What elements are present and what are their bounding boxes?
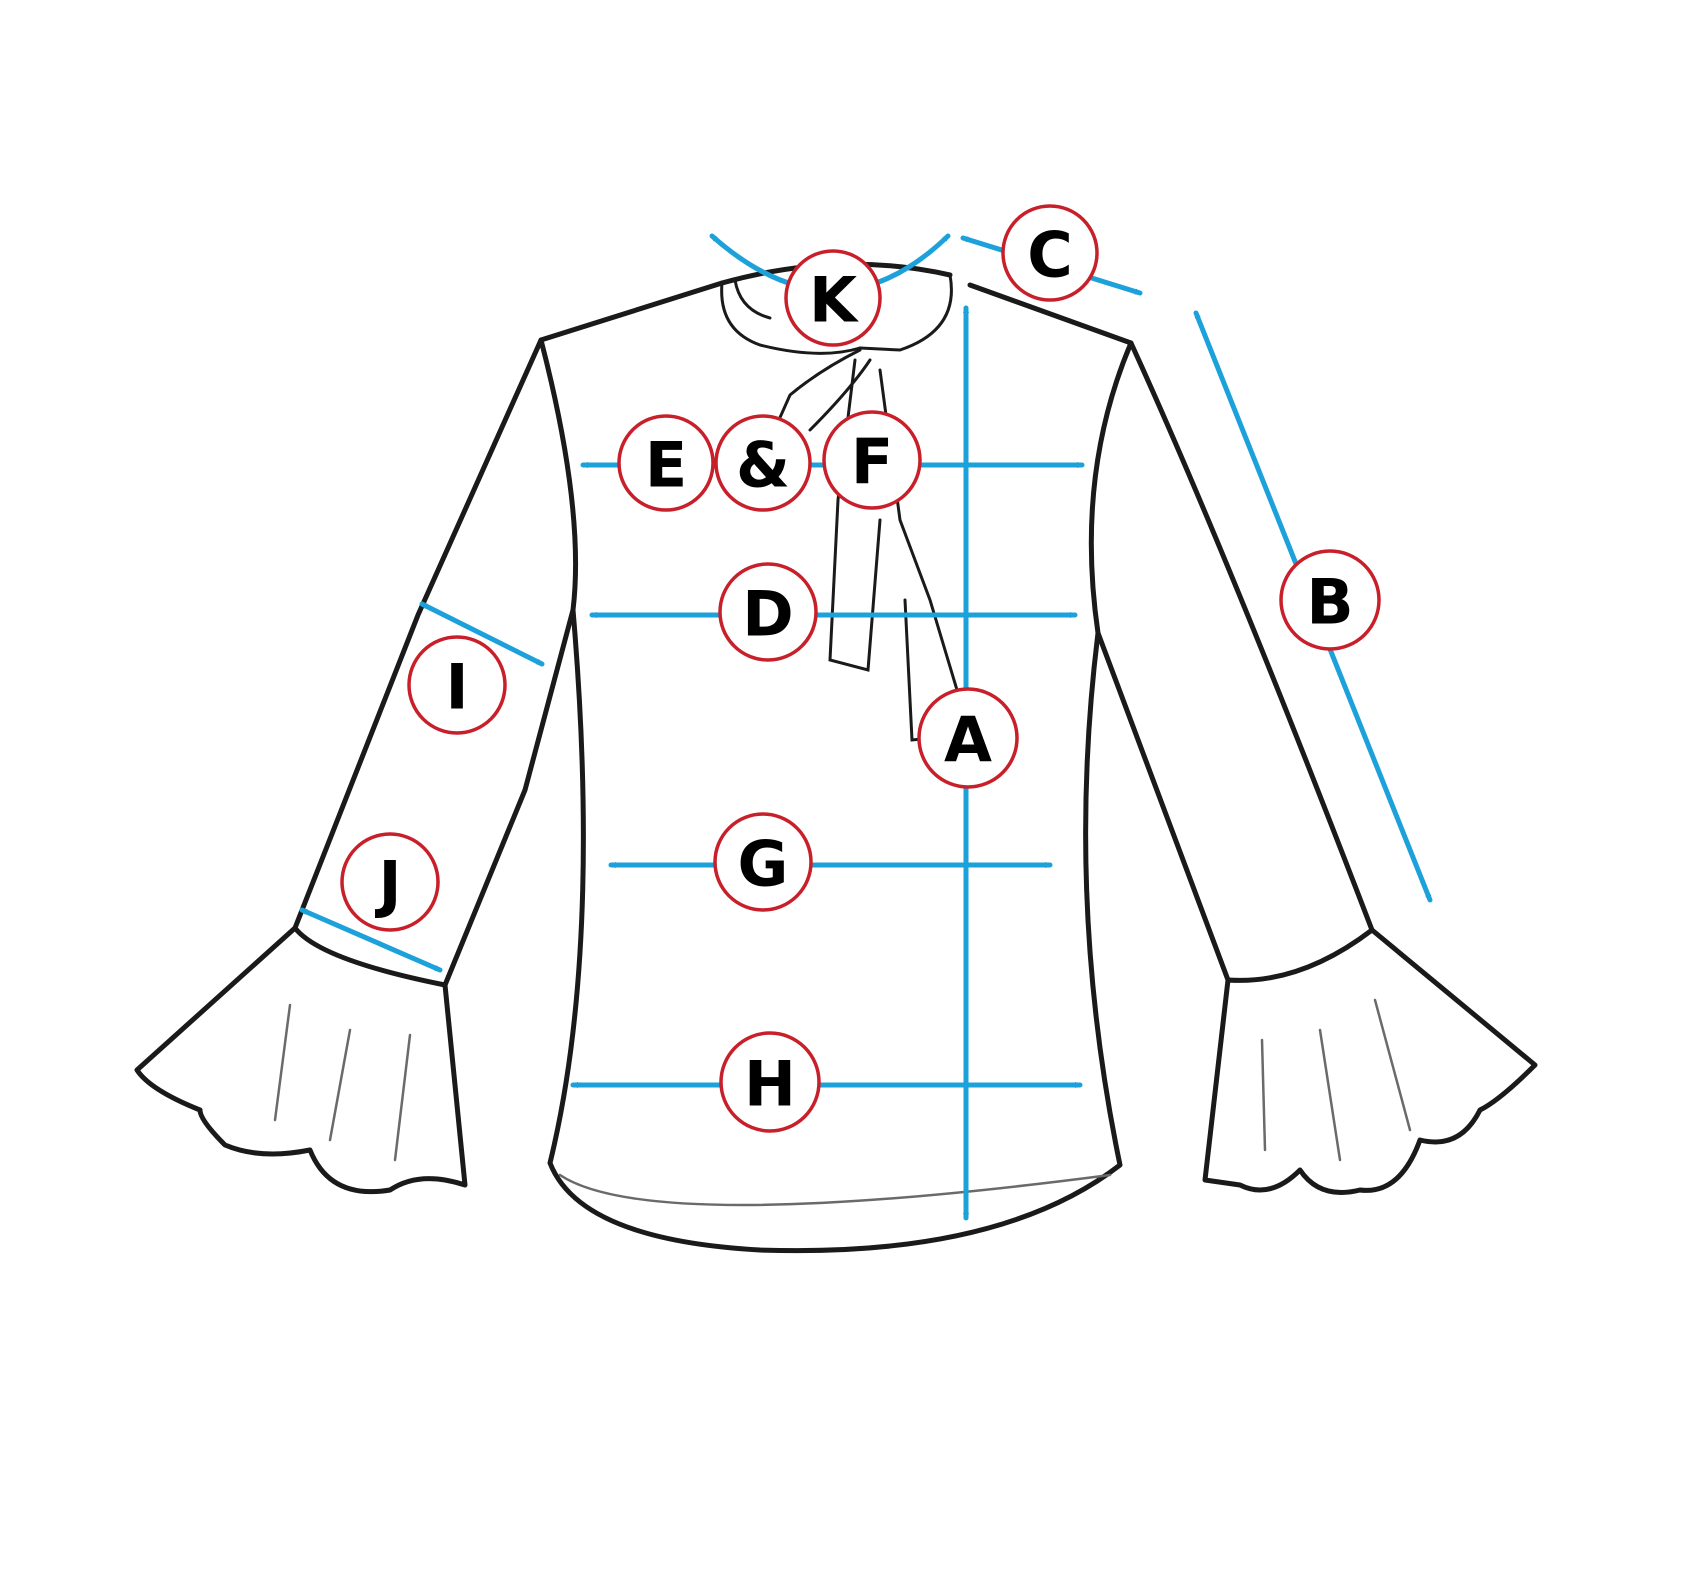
tie-tail-left: [828, 358, 882, 672]
badge-f-label: F: [851, 426, 893, 499]
badge-b: B: [1279, 549, 1381, 651]
badge-i-circle: [407, 635, 507, 735]
badge-b-label: B: [1306, 566, 1353, 639]
badge-h: H: [719, 1031, 821, 1133]
badge-a-label: A: [944, 704, 992, 777]
hem-line: [558, 1173, 1112, 1207]
left-cuff-fold-3: [393, 1033, 412, 1162]
badge-g-circle: [713, 812, 813, 912]
collar-band-left: [720, 281, 862, 355]
right-cuff-fold-2: [1318, 1028, 1342, 1162]
badge-k-label: K: [809, 264, 859, 337]
badge-f: F: [822, 410, 922, 510]
arrow-j: [299, 907, 443, 973]
badge-g-label: G: [738, 828, 789, 901]
arrow-i: [419, 601, 545, 667]
badge-amp-circle: [714, 414, 812, 512]
blouse-outline: [134, 280, 1538, 1254]
badge-h-label: H: [744, 1048, 796, 1121]
badge-d: D: [718, 562, 818, 662]
right-sleeve-inner: [1095, 630, 1231, 983]
badge-d-label: D: [742, 578, 793, 651]
left-cuff-fold-2: [328, 1028, 352, 1142]
badge-amp: &: [714, 414, 812, 512]
badge-j-label: J: [374, 848, 401, 921]
badge-e: E: [617, 414, 715, 512]
right-cuff-ruffle: [1202, 927, 1538, 1195]
badge-k-circle: [784, 249, 882, 347]
badge-i: I: [407, 635, 507, 735]
badge-f-circle: [822, 410, 922, 510]
badge-d-circle: [718, 562, 818, 662]
right-cuff-fold-3: [1373, 998, 1412, 1132]
badge-k: K: [784, 249, 882, 347]
badge-c: C: [1001, 204, 1099, 302]
badge-e-label: E: [645, 429, 687, 502]
badge-a-circle: [917, 687, 1019, 789]
badge-j-circle: [340, 832, 440, 932]
left-cuff-ruffle: [134, 925, 468, 1195]
badge-c-label: C: [1027, 219, 1073, 292]
badge-h-circle: [719, 1031, 821, 1133]
tie-loop: [768, 348, 862, 442]
right-cuff-fold-1: [1260, 1038, 1267, 1152]
collar-band-inner: [733, 278, 772, 320]
badge-j: J: [340, 832, 440, 932]
badge-amp-label: &: [736, 429, 790, 502]
tie-loop-2: [808, 358, 872, 432]
badge-e-circle: [617, 414, 715, 512]
collar-band-right: [858, 273, 953, 352]
badge-c-circle: [1001, 204, 1099, 302]
left-sleeve-inner: [442, 607, 576, 988]
badge-b-circle: [1279, 549, 1381, 651]
left-sleeve-outline: [292, 337, 544, 931]
left-cuff-fold-1: [273, 1003, 292, 1122]
badge-a: A: [917, 687, 1019, 789]
badge-g: G: [713, 812, 813, 912]
badge-i-label: I: [445, 651, 468, 724]
